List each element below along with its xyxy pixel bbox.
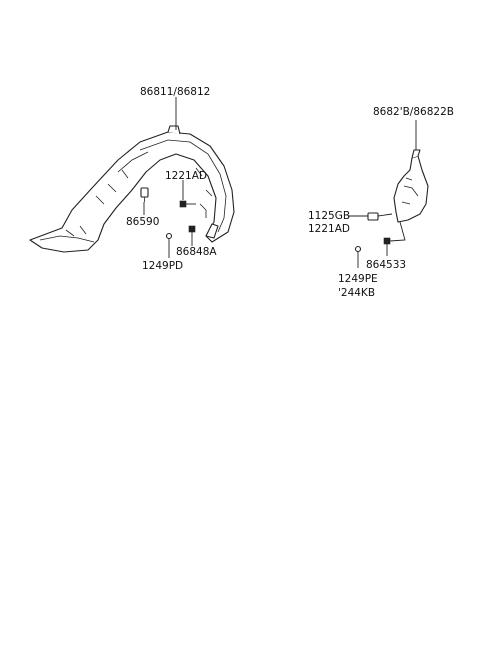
front-wheel-guard-left — [29, 125, 235, 253]
screw-1249PE — [354, 245, 362, 268]
clip-86590 — [140, 187, 149, 202]
mud-guard-panel — [393, 155, 429, 223]
label-left-part: 86811/86812 — [140, 86, 210, 98]
mud-guard-right — [393, 149, 429, 223]
bolt-1125GB — [367, 212, 393, 221]
label-right-bolt-a: 1125GB — [308, 210, 350, 222]
screw-1249PD — [165, 232, 173, 258]
wheel-guard-liner — [29, 131, 235, 253]
label-right-clip: 864533 — [366, 259, 406, 271]
label-left-screw-b: 1249PD — [142, 260, 183, 272]
label-left-screw: 86848A — [176, 246, 217, 258]
label-left-bolt: 1221AD — [165, 170, 207, 182]
label-right-screw-b: '244KB — [338, 287, 375, 299]
label-right-bolt-b: 1221AD — [308, 223, 350, 235]
label-left-clip: 86590 — [126, 216, 159, 228]
label-right-screw-a: 1249PE — [338, 273, 378, 285]
clip-864533 — [383, 237, 391, 245]
leader-right-bracket — [389, 221, 406, 242]
bolt-1221AD-left — [179, 200, 196, 208]
label-right-part: 8682'B/86822B — [373, 106, 454, 118]
screw-86848A — [188, 225, 196, 236]
